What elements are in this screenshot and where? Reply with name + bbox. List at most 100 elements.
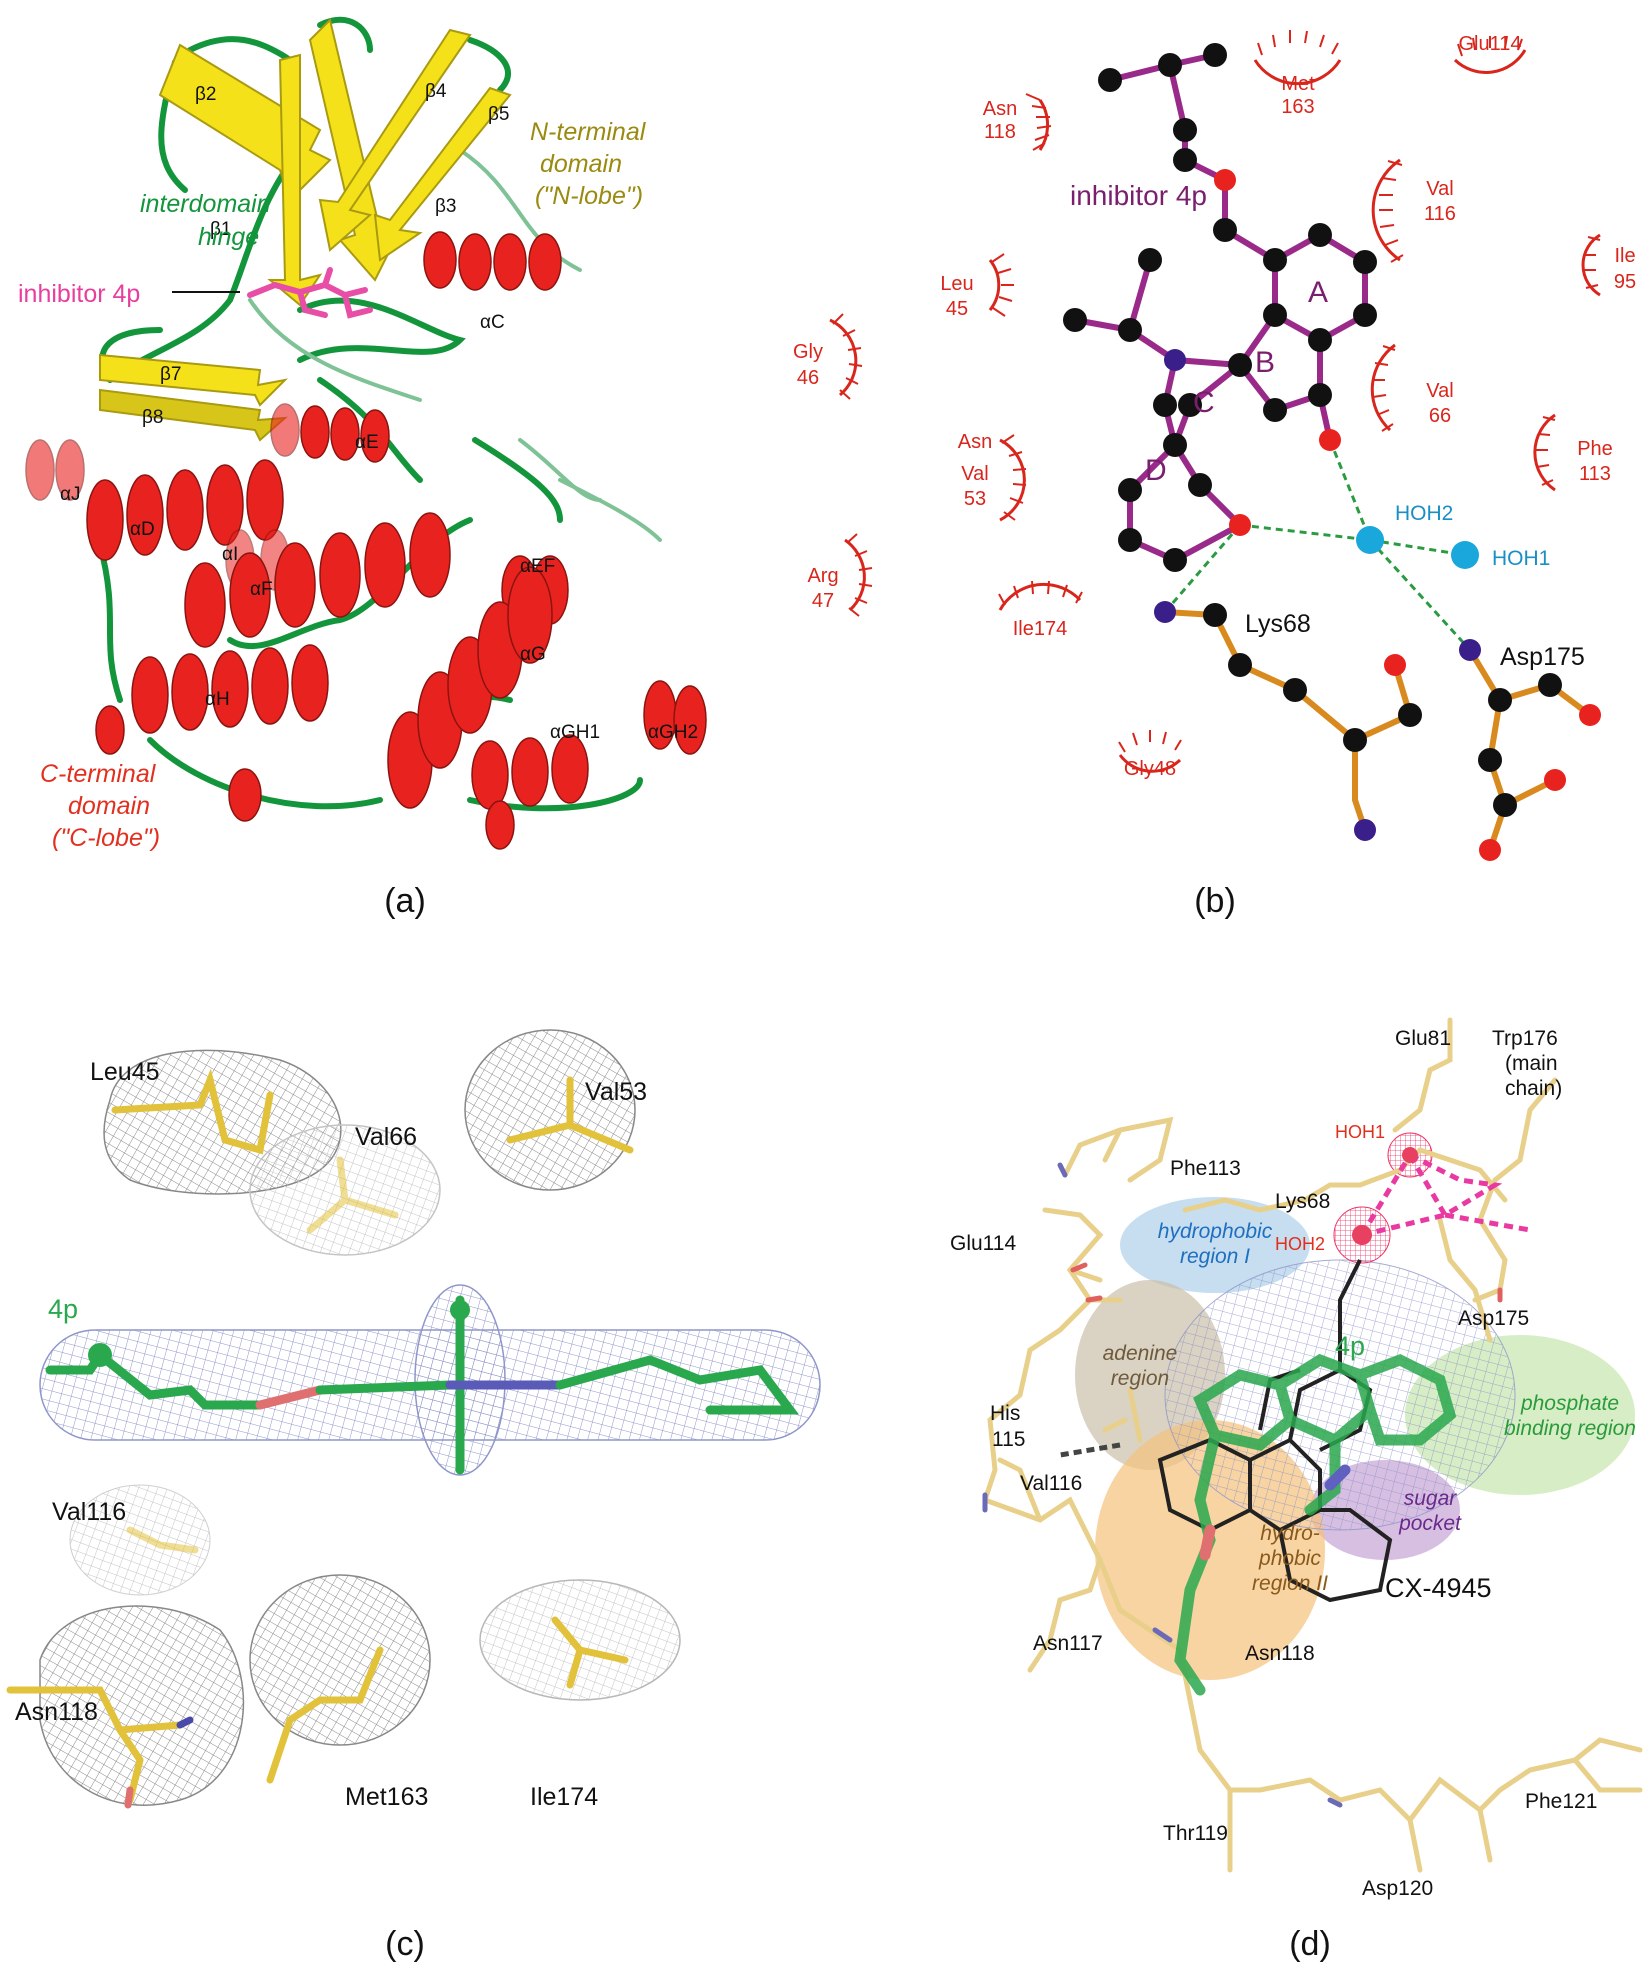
label-d-trp176-2: (main [1505, 1052, 1558, 1075]
label-nterm-1: N-terminal [530, 118, 647, 146]
label-c-asn118: Asn118 [15, 1698, 98, 1726]
ring-c-label: C [1193, 386, 1215, 419]
label-ag: αG [520, 644, 546, 665]
label-inhibitor-4p: inhibitor 4p [18, 280, 140, 308]
protein-sticks-d [982, 1017, 1643, 1873]
region-hydrophobic-1 [1120, 1197, 1310, 1293]
res-ile95-2: 95 [1614, 271, 1636, 293]
label-hoh1: HOH1 [1492, 547, 1550, 570]
atoms [1063, 43, 1601, 861]
label-d-val116: Val116 [1020, 1472, 1082, 1495]
helix-agh1 [471, 734, 589, 810]
label-cterm-3: ("C-lobe") [52, 824, 160, 852]
res-val116-2: 116 [1424, 203, 1456, 225]
res-val116-1: Val [1426, 178, 1453, 200]
res-val66-2: 66 [1429, 405, 1451, 427]
label-d-hoh2: HOH2 [1275, 1234, 1325, 1254]
caption-c: (c) [385, 1925, 425, 1963]
label-b4: β4 [425, 81, 447, 102]
arc-leu45 [988, 259, 1001, 311]
region-label-hydrophobic1-1: hydrophobic [1158, 1220, 1273, 1243]
res-asn118-1: Asn [983, 98, 1017, 120]
ring-b-label: B [1255, 346, 1275, 379]
alpha-helices [25, 231, 707, 850]
label-d-lys68: Lys68 [1275, 1190, 1330, 1213]
label-d-trp176-3: chain) [1505, 1077, 1562, 1100]
hydrogen-bonds [1163, 439, 1472, 652]
label-d-cx4945: CX-4945 [1385, 1573, 1492, 1603]
region-label-sugar-2: pocket [1398, 1512, 1462, 1535]
res-leu45-2: 45 [946, 298, 968, 320]
arc-val116 [1371, 158, 1401, 262]
label-d-hoh1: HOH1 [1335, 1122, 1385, 1142]
arc-ile174 [998, 582, 1082, 611]
region-label-hydrophobic2-3: region II [1252, 1572, 1328, 1595]
heteroatoms-c [124, 1716, 194, 1809]
label-c-val66: Val66 [355, 1123, 417, 1151]
panel-d-binding-site: Glu81 Trp176 (main chain) Phe113 Lys68 G… [950, 1017, 1643, 1900]
label-inhibitor-4p-b: inhibitor 4p [1070, 180, 1207, 211]
ring-d-label: D [1145, 454, 1167, 487]
helix-ag [387, 566, 553, 809]
res-glu114: Glu114 [1458, 33, 1521, 55]
arc-ticks [832, 30, 1601, 753]
hbond-hoh2-asp175 [1368, 538, 1472, 652]
region-label-hydrophobic2-2: phobic [1258, 1547, 1321, 1570]
label-c-leu45: Leu45 [90, 1058, 160, 1086]
label-c-val116: Val116 [52, 1498, 126, 1526]
label-ae: αE [355, 432, 379, 453]
arc-glu114 [1453, 49, 1527, 74]
label-c-val53: Val53 [585, 1078, 647, 1106]
helix-ae [270, 403, 390, 463]
res-gly46-2: 46 [797, 367, 819, 389]
region-label-sugar-1: sugar [1404, 1487, 1458, 1510]
label-hoh2: HOH2 [1395, 502, 1453, 525]
label-aj: αJ [60, 484, 80, 505]
hinge-hbond-d [1059, 1442, 1121, 1458]
helix-small [95, 705, 515, 850]
res-arg47-1: Arg [807, 565, 838, 587]
region-label-hydrophobic1-2: region I [1180, 1245, 1250, 1268]
res-leu45-1: Leu [940, 273, 973, 295]
label-ac: αC [480, 312, 505, 333]
arc-gly46 [829, 318, 858, 397]
res-met163-2: 163 [1281, 96, 1314, 118]
label-d-asp175: Asp175 [1458, 1307, 1529, 1330]
res-gly46-1: Gly [793, 341, 823, 363]
res-phe113-2: 113 [1579, 463, 1611, 485]
hbond-o-hoh2 [1328, 439, 1372, 541]
label-d-asp120: Asp120 [1362, 1877, 1433, 1900]
res-val53-2: 53 [964, 488, 986, 510]
label-b7: β7 [160, 364, 182, 385]
caption-a: (a) [384, 882, 426, 920]
hydrophobic-contact-arcs [829, 49, 1601, 773]
label-aef: αEF [520, 556, 555, 577]
helix-agh2 [643, 680, 707, 755]
label-d-trp176-1: Trp176 [1492, 1027, 1558, 1050]
ring-a-label: A [1308, 276, 1328, 309]
label-d-his115-2: 115 [992, 1428, 1025, 1451]
density-meshes [39, 1029, 821, 1806]
arc-gly48 [1118, 754, 1182, 773]
hbond-hoh2-hoh1 [1369, 538, 1466, 557]
label-d-phe121: Phe121 [1525, 1790, 1597, 1813]
label-b8: β8 [142, 407, 164, 428]
caption-b: (b) [1194, 882, 1236, 920]
arc-arg47 [844, 538, 866, 612]
label-b1: β1 [210, 219, 232, 240]
helix-af [184, 512, 451, 648]
res-val53-1: Val [961, 463, 988, 485]
helix-ad [86, 459, 284, 561]
label-ai: αI [222, 544, 238, 565]
label-hinge-1: interdomain [140, 190, 271, 218]
helix-ac [423, 231, 562, 291]
arc-ile95 [1581, 233, 1601, 297]
label-ad: αD [130, 519, 155, 540]
label-lys68: Lys68 [1245, 610, 1311, 638]
hoh2-sphere [1352, 1225, 1372, 1245]
label-d-his115-1: His [990, 1402, 1020, 1425]
hbond-o-hoh2-b [1239, 523, 1371, 542]
label-asp175: Asp175 [1500, 643, 1585, 671]
res-met163-1: Met [1281, 73, 1315, 95]
res-asn-1: Asn [958, 431, 992, 453]
